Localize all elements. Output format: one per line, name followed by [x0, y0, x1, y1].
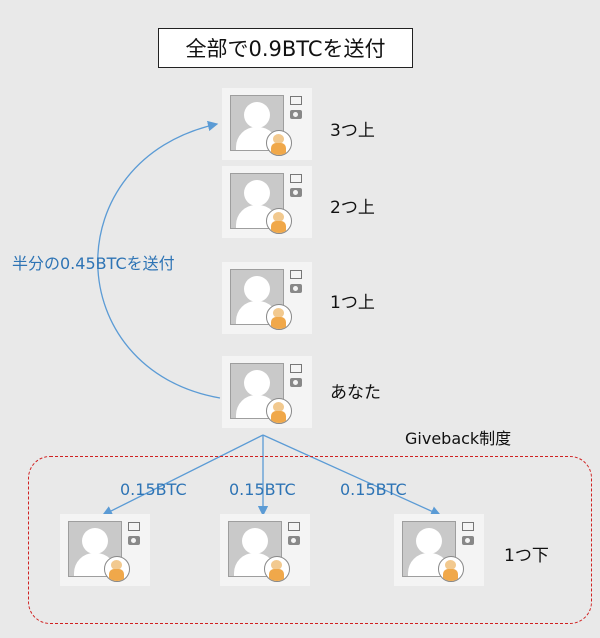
user-card-down-left [60, 514, 150, 586]
id-card-icon [462, 522, 474, 531]
camera-icon [288, 536, 300, 545]
level-label-up2: 2つ上 [330, 198, 375, 218]
giveback-label: Giveback制度 [405, 429, 512, 448]
avatar [402, 521, 456, 577]
id-card-icon [290, 364, 302, 373]
half-send-label: 半分の0.45BTCを送付 [12, 254, 175, 273]
badge-avatar [438, 556, 464, 582]
id-card-icon [290, 174, 302, 183]
level-label-you: あなた [330, 383, 381, 403]
id-card-icon [288, 522, 300, 531]
user-card-up1 [222, 262, 312, 334]
badge-avatar [266, 208, 292, 234]
id-card-icon [290, 270, 302, 279]
id-card-icon [290, 96, 302, 105]
camera-icon [290, 110, 302, 119]
level-label-down1: 1つ下 [504, 546, 549, 566]
camera-icon [290, 188, 302, 197]
giveback-region [28, 456, 592, 624]
badge-avatar [264, 556, 290, 582]
half-send-arc [97, 120, 221, 399]
downline-amount-middle: 0.15BTC [229, 480, 296, 499]
downline-amount-right: 0.15BTC [340, 480, 407, 499]
badge-avatar [266, 398, 292, 424]
arrow-to-down-right [262, 434, 442, 516]
arrow-to-down-left [101, 434, 264, 516]
camera-icon [128, 536, 140, 545]
badge-avatar [104, 556, 130, 582]
camera-icon [290, 378, 302, 387]
level-label-up1: 1つ上 [330, 293, 375, 313]
id-card-icon [128, 522, 140, 531]
downline-amount-left: 0.15BTC [120, 480, 187, 499]
user-card-up3 [222, 88, 312, 160]
camera-icon [290, 284, 302, 293]
user-card-you [222, 356, 312, 428]
level-label-up3: 3つ上 [330, 121, 375, 141]
user-card-down-right [394, 514, 484, 586]
user-card-up2 [222, 166, 312, 238]
title-box: 全部で0.9BTCを送付 [158, 28, 413, 68]
badge-avatar [266, 304, 292, 330]
user-card-down-middle [220, 514, 310, 586]
badge-avatar [266, 130, 292, 156]
title-text: 全部で0.9BTCを送付 [185, 37, 386, 61]
camera-icon [462, 536, 474, 545]
